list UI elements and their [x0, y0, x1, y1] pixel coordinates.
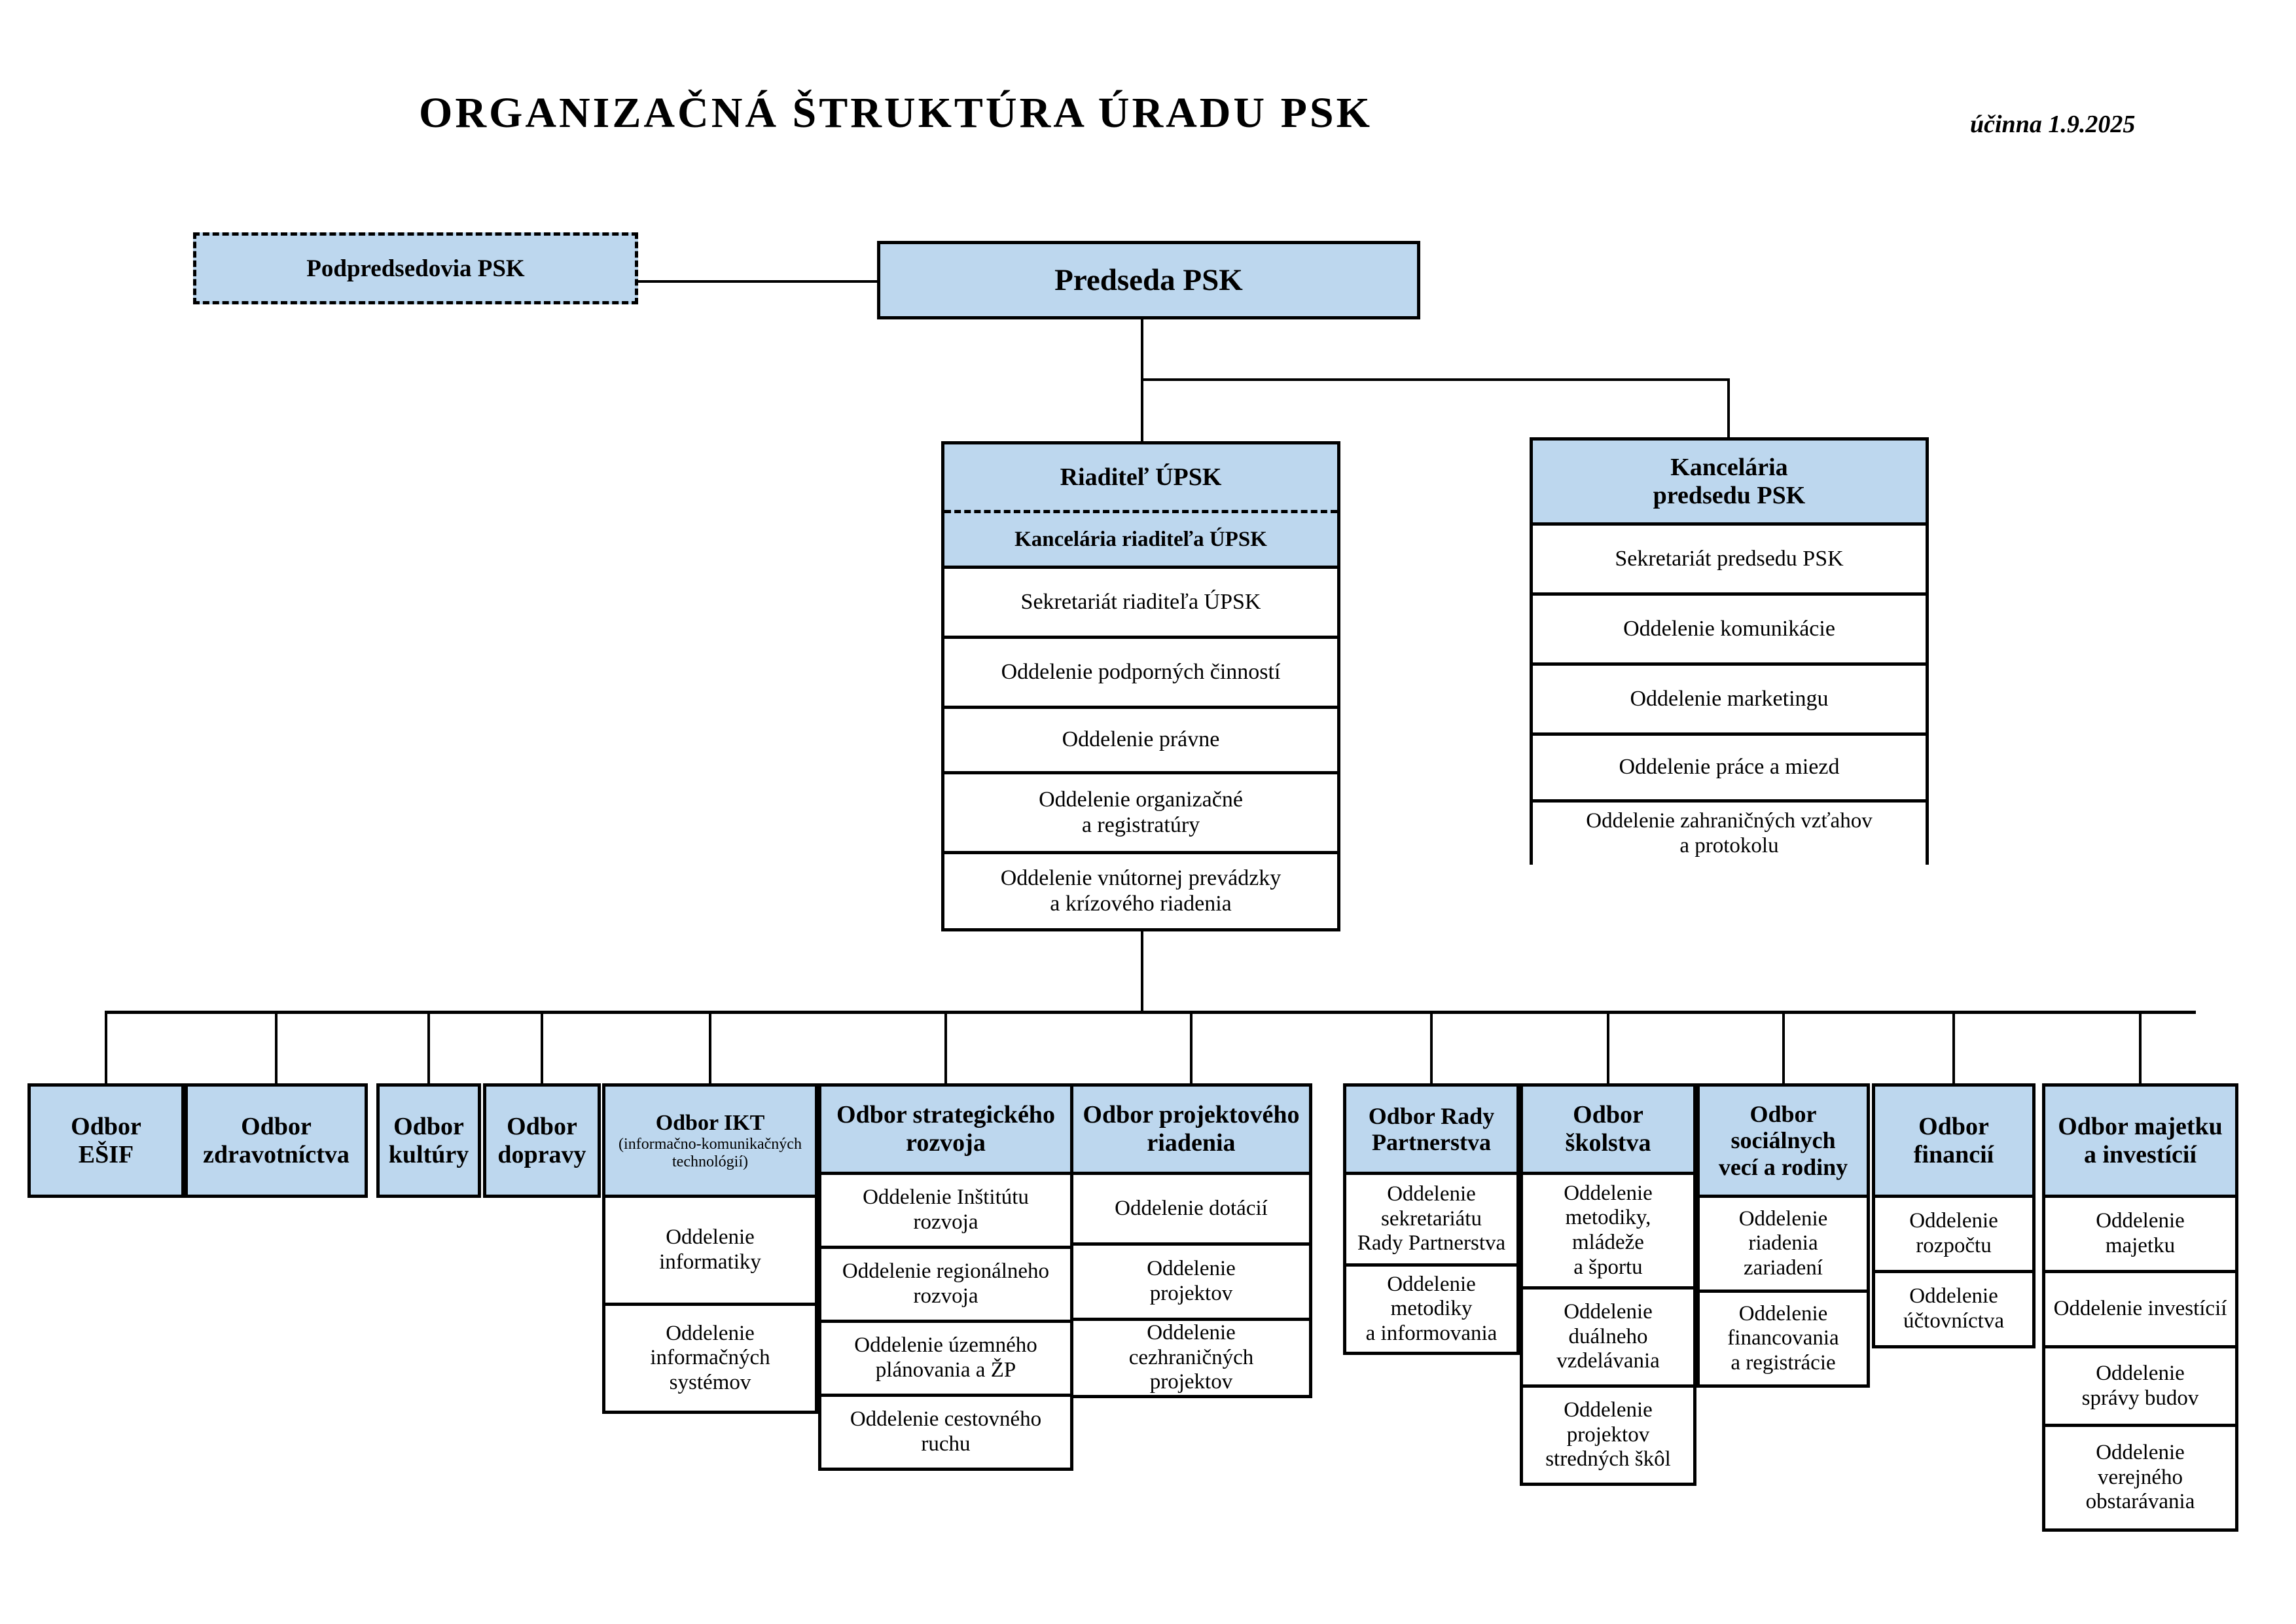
department-5-unit-1[interactable]: Oddelenie regionálneho rozvoja: [821, 1246, 1070, 1320]
connector-bus-to-department-0: [105, 1011, 107, 1083]
page-title: ORGANIZAČNÁ ŠTRUKTÚRA ÚRADU PSK: [419, 89, 1372, 137]
department-8-unit-2[interactable]: Oddelenie projektov stredných škôl: [1523, 1384, 1693, 1483]
department-name-9: Odbor sociálnych vecí a rodiny: [1718, 1101, 1848, 1180]
department-8-unit-0[interactable]: Oddelenie metodiky, mládeže a športu: [1523, 1172, 1693, 1286]
department-name-1: Odbor zdravotníctva: [203, 1112, 350, 1168]
department-header-7: Odbor Rady Partnerstva: [1346, 1087, 1516, 1172]
department-header-1: Odbor zdravotníctva: [188, 1087, 365, 1195]
department-name-3: Odbor dopravy: [497, 1112, 586, 1168]
department-9-unit-0[interactable]: Oddelenie riadenia zariadení: [1700, 1195, 1867, 1290]
department-header-11: Odbor majetku a investícií: [2045, 1087, 2235, 1195]
department-6-unit-1[interactable]: Oddelenie projektov: [1073, 1242, 1309, 1318]
box-department-0[interactable]: Odbor EŠIF: [27, 1083, 185, 1198]
connector-bus-level2: [1141, 378, 1730, 381]
connector-bus-to-department-7: [1430, 1011, 1433, 1083]
department-name-4: Odbor IKT: [655, 1111, 765, 1136]
box-department-1[interactable]: Odbor zdravotníctva: [185, 1083, 368, 1198]
department-7-unit-1[interactable]: Oddelenie metodiky a informovania: [1346, 1263, 1516, 1352]
department-header-3: Odbor dopravy: [486, 1087, 598, 1195]
connector-bus-to-department-10: [1952, 1011, 1955, 1083]
department-11-unit-2[interactable]: Oddelenie správy budov: [2045, 1345, 2235, 1424]
department-name-6: Odbor projektového riadenia: [1083, 1101, 1300, 1157]
department-header-0: Odbor EŠIF: [31, 1087, 181, 1195]
connector-bus-to-department-9: [1782, 1011, 1785, 1083]
connector-chairman-down: [1141, 319, 1143, 380]
department-10-unit-1[interactable]: Oddelenie účtovníctva: [1875, 1270, 2032, 1345]
department-header-9: Odbor sociálnych vecí a rodiny: [1700, 1087, 1867, 1195]
box-chairman-office[interactable]: Kancelária predsedu PSK Sekretariát pred…: [1530, 437, 1929, 865]
department-name-11: Odbor majetku a investícií: [2058, 1112, 2223, 1168]
department-header-5: Odbor strategického rozvoja: [821, 1087, 1070, 1172]
department-name-2: Odbor kultúry: [388, 1112, 469, 1168]
department-8-unit-1[interactable]: Oddelenie duálneho vzdelávania: [1523, 1286, 1693, 1384]
department-9-unit-1[interactable]: Oddelenie financovania a registrácie: [1700, 1290, 1867, 1384]
department-11-unit-1[interactable]: Oddelenie investícií: [2045, 1270, 2235, 1345]
director-office-subheader: Kancelária riaditeľa ÚPSK: [944, 510, 1337, 566]
department-10-unit-0[interactable]: Oddelenie rozpočtu: [1875, 1195, 2032, 1270]
department-name-0: Odbor EŠIF: [71, 1112, 141, 1168]
box-department-4[interactable]: Odbor IKT(informačno-komunikačných techn…: [602, 1083, 818, 1414]
connector-to-chairman-office: [1727, 378, 1730, 437]
chairman-office-unit-3[interactable]: Oddelenie práce a miezd: [1533, 732, 1926, 799]
box-department-2[interactable]: Odbor kultúry: [376, 1083, 481, 1198]
department-7-unit-0[interactable]: Oddelenie sekretariátu Rady Partnerstva: [1346, 1172, 1516, 1263]
connector-to-director: [1141, 378, 1143, 444]
connector-bus-to-department-6: [1190, 1011, 1193, 1083]
director-unit-2[interactable]: Oddelenie právne: [944, 706, 1337, 771]
department-11-unit-3[interactable]: Oddelenie verejného obstarávania: [2045, 1424, 2235, 1528]
connector-bus-to-department-8: [1607, 1011, 1609, 1083]
department-subtitle-4: (informačno-komunikačných technológií): [619, 1136, 802, 1170]
connector-bus-to-department-11: [2139, 1011, 2142, 1083]
department-6-unit-2[interactable]: Oddelenie cezhraničných projektov: [1073, 1318, 1309, 1395]
department-header-2: Odbor kultúry: [380, 1087, 478, 1195]
connector-bus-to-department-3: [541, 1011, 543, 1083]
box-chairman[interactable]: Predseda PSK: [877, 241, 1420, 319]
department-11-unit-0[interactable]: Oddelenie majetku: [2045, 1195, 2235, 1270]
box-vice-chairs[interactable]: Podpredsedovia PSK: [193, 232, 638, 304]
effective-date-label: účinna 1.9.2025: [1970, 111, 2136, 138]
department-header-6: Odbor projektového riadenia: [1073, 1087, 1309, 1172]
connector-bus-to-department-5: [944, 1011, 947, 1083]
box-director-office[interactable]: Riaditeľ ÚPSK Kancelária riaditeľa ÚPSK …: [941, 441, 1340, 931]
department-6-unit-0[interactable]: Oddelenie dotácií: [1073, 1172, 1309, 1242]
director-unit-3[interactable]: Oddelenie organizačné a registratúry: [944, 771, 1337, 851]
vice-chairs-label: Podpredsedovia PSK: [306, 255, 525, 282]
connector-bus-to-department-4: [709, 1011, 711, 1083]
chairman-office-unit-4[interactable]: Oddelenie zahraničných vzťahov a protoko…: [1533, 799, 1926, 865]
connector-department-bus: [106, 1011, 2196, 1014]
department-4-unit-0[interactable]: Oddelenie informatiky: [605, 1195, 815, 1303]
director-unit-0[interactable]: Sekretariát riaditeľa ÚPSK: [944, 566, 1337, 636]
department-header-8: Odbor školstva: [1523, 1087, 1693, 1172]
department-name-10: Odbor financií: [1913, 1112, 1994, 1168]
connector-bus-to-department-1: [275, 1011, 278, 1083]
chairman-office-header: Kancelária predsedu PSK: [1533, 441, 1926, 522]
department-name-7: Odbor Rady Partnerstva: [1368, 1102, 1495, 1155]
department-5-unit-0[interactable]: Oddelenie Inštitútu rozvoja: [821, 1172, 1070, 1246]
department-name-8: Odbor školstva: [1565, 1101, 1651, 1157]
connector-vicechairs-chairman: [638, 280, 877, 283]
director-unit-4[interactable]: Oddelenie vnútornej prevádzky a krízovéh…: [944, 851, 1337, 928]
director-office-header: Riaditeľ ÚPSK: [944, 444, 1337, 510]
chairman-office-unit-0[interactable]: Sekretariát predsedu PSK: [1533, 522, 1926, 592]
connector-bus-to-department-2: [427, 1011, 430, 1083]
department-header-4: Odbor IKT(informačno-komunikačných techn…: [605, 1087, 815, 1195]
department-header-10: Odbor financií: [1875, 1087, 2032, 1195]
chairman-label: Predseda PSK: [1054, 263, 1243, 297]
director-unit-1[interactable]: Oddelenie podporných činností: [944, 636, 1337, 706]
department-5-unit-3[interactable]: Oddelenie cestovného ruchu: [821, 1394, 1070, 1468]
department-5-unit-2[interactable]: Oddelenie územného plánovania a ŽP: [821, 1320, 1070, 1394]
chairman-office-unit-2[interactable]: Oddelenie marketingu: [1533, 662, 1926, 732]
chairman-office-unit-1[interactable]: Oddelenie komunikácie: [1533, 592, 1926, 662]
connector-director-down: [1141, 931, 1143, 1012]
department-name-5: Odbor strategického rozvoja: [836, 1101, 1055, 1157]
box-department-3[interactable]: Odbor dopravy: [483, 1083, 601, 1198]
department-4-unit-1[interactable]: Oddelenie informačných systémov: [605, 1303, 815, 1411]
